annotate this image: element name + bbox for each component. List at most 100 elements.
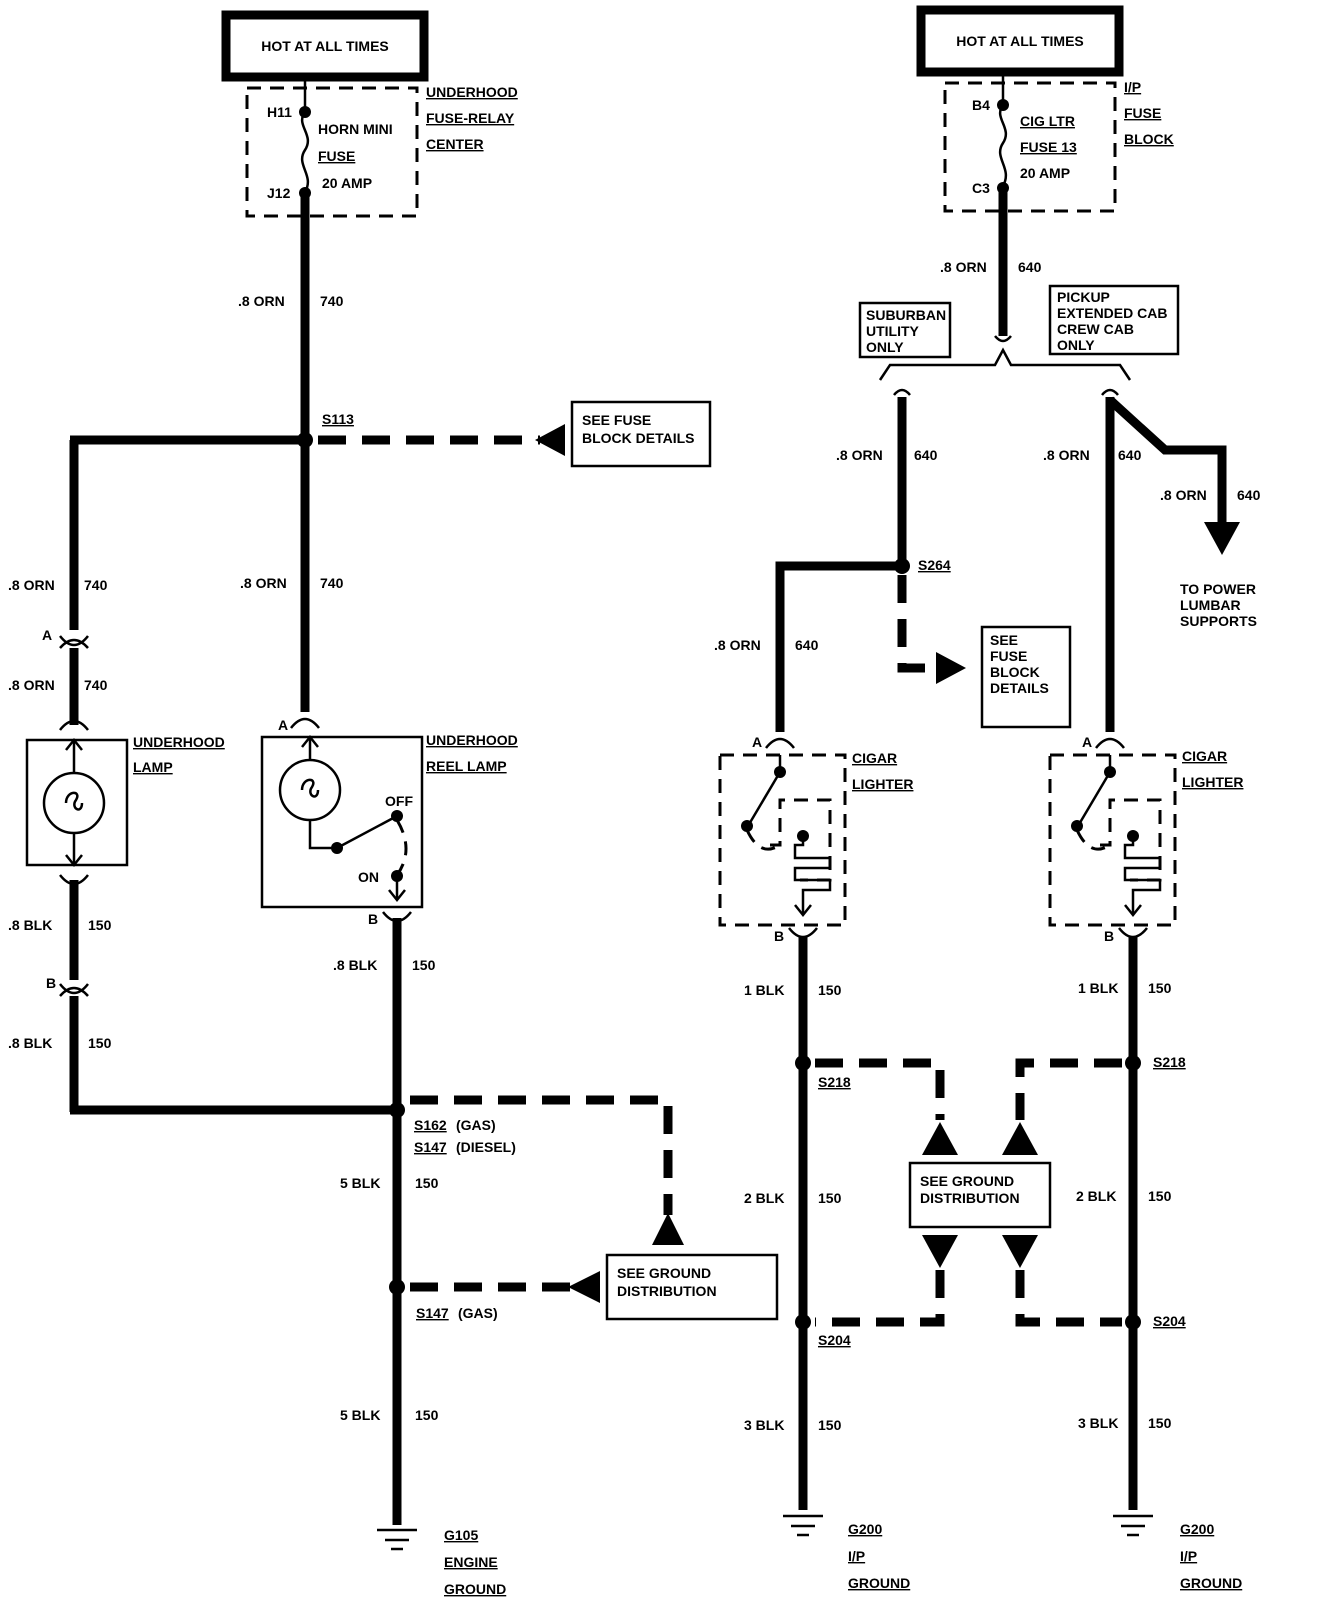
wire-label-5blk: 5 BLK — [340, 1407, 380, 1423]
suburban-label-1: SUBURBAN — [866, 307, 946, 323]
fuse-pin-j12: J12 — [267, 185, 291, 201]
hot-at-all-times-label-left: HOT AT ALL TIMES — [261, 38, 389, 54]
dashed-ground-dist-to-s204-right — [1015, 1270, 1122, 1327]
dashed-ground-dist-to-s204-left — [815, 1270, 945, 1327]
wire-label-blk: .8 BLK — [8, 917, 52, 933]
connector-a-reel — [290, 717, 320, 729]
fuse-symbol-left — [300, 111, 310, 193]
arrow-fuse-block-details — [535, 424, 565, 456]
splice-s218-left — [795, 1055, 811, 1071]
arrow-ground-dist-down-left — [922, 1235, 958, 1268]
wire-label-150: 150 — [88, 917, 112, 933]
fuse-center-label-3: CENTER — [426, 136, 484, 152]
wire-label-orn: .8 ORN — [940, 259, 987, 275]
wire-label-740: 740 — [320, 575, 344, 591]
splice-s218-label: S218 — [818, 1074, 851, 1090]
wire-label-orn: .8 ORN — [238, 293, 285, 309]
see-ground-distribution-box-left — [605, 1253, 779, 1321]
wire-label-640: 640 — [914, 447, 938, 463]
arrow-ground-dist-up-right — [1002, 1122, 1038, 1155]
connector-b-label: B — [46, 975, 56, 991]
hot-at-all-times-box-right — [916, 5, 1124, 77]
wire-label-2blk: 2 BLK — [744, 1190, 784, 1206]
see-fuse-label-2: BLOCK DETAILS — [582, 430, 695, 446]
fuse-block-label-2: FUSE — [1124, 105, 1161, 121]
wire-label-150: 150 — [818, 1417, 842, 1433]
wire-label-740: 740 — [320, 293, 344, 309]
pickup-option-box — [1048, 284, 1180, 356]
wire-label-740: 740 — [84, 677, 108, 693]
ground-ip-label: I/P — [1180, 1548, 1197, 1564]
wire-label-150: 150 — [412, 957, 436, 973]
cigar-lighter-1-element — [793, 836, 832, 915]
left-circuit: HOT AT ALL TIMES H11 J12 HORN MINI FUSE … — [8, 10, 779, 1597]
splice-s147-gas — [389, 1279, 405, 1295]
wire-label-orn: .8 ORN — [1043, 447, 1090, 463]
connector-b-label: B — [1104, 928, 1114, 944]
wire-to-cigar-lighter-1 — [775, 561, 902, 732]
see-fuse-block-details-box-right — [980, 625, 1072, 729]
splice-s113-label: S113 — [322, 411, 354, 427]
splice-s147-diesel-label: S147 — [414, 1139, 447, 1155]
wire-label-640: 640 — [795, 637, 819, 653]
fuse-label-horn-mini: HORN MINI — [318, 121, 393, 137]
wire-label-orn: .8 ORN — [836, 447, 883, 463]
fuse-block-label-1: I/P — [1124, 79, 1141, 95]
wire-label-150: 150 — [415, 1407, 439, 1423]
wire-label-640: 640 — [1118, 447, 1142, 463]
switch-off-label: OFF — [385, 793, 413, 809]
underhood-lamp-label-1: UNDERHOOD — [133, 734, 225, 750]
ground-g200-label: G200 — [848, 1521, 882, 1537]
underhood-lamp-label-2: LAMP — [133, 759, 173, 775]
to-power-label-1: TO POWER — [1180, 581, 1256, 597]
wire-label-150: 150 — [1148, 980, 1172, 996]
fuse-pin-b4: B4 — [972, 97, 990, 113]
wire-label-3blk: 3 BLK — [744, 1417, 784, 1433]
connector-a-label: A — [42, 627, 52, 643]
wire-label-150: 150 — [415, 1175, 439, 1191]
see-ground-label-2: DISTRIBUTION — [617, 1283, 717, 1299]
fuse-pin-c3: C3 — [972, 180, 990, 196]
pickup-label-1: PICKUP — [1057, 289, 1110, 305]
switch-on-label: ON — [358, 869, 379, 885]
cigar-lighter-2-element — [1123, 836, 1162, 915]
see-ground-label-2: DISTRIBUTION — [920, 1190, 1020, 1206]
wire-label-1blk: 1 BLK — [744, 982, 784, 998]
connector-a-label: A — [278, 717, 288, 733]
see-fuse-label-4: DETAILS — [990, 680, 1049, 696]
wire-label-3blk: 3 BLK — [1078, 1415, 1118, 1431]
fuse-pin-h11: H11 — [267, 104, 292, 120]
right-circuit: HOT AT ALL TIMES B4 C3 CIG LTR FUSE 13 2… — [714, 5, 1261, 1591]
wire-label-640: 640 — [1237, 487, 1261, 503]
connector-a-underhood — [59, 635, 89, 647]
splice-s204-label: S204 — [818, 1332, 851, 1348]
ground-symbol-g200-right — [1113, 1514, 1153, 1537]
suburban-label-3: ONLY — [866, 339, 904, 355]
connector-b-label: B — [774, 928, 784, 944]
splice-s218-right — [1125, 1055, 1141, 1071]
wire-label-orn: .8 ORN — [8, 577, 55, 593]
suburban-option-box — [858, 301, 952, 359]
wire-label-orn: .8 ORN — [240, 575, 287, 591]
arrow-ground-dist-down-right — [1002, 1235, 1038, 1268]
see-ground-label-1: SEE GROUND — [920, 1173, 1014, 1189]
wire-label-orn: .8 ORN — [714, 637, 761, 653]
arrow-ground-distribution-up — [652, 1213, 684, 1245]
cigar-lighter-1-label-2: LIGHTER — [852, 776, 913, 792]
wire-label-150: 150 — [1148, 1415, 1172, 1431]
arrow-fuse-block-details-right — [936, 652, 966, 684]
fuse-label-20amp: 20 AMP — [1020, 165, 1070, 181]
splice-s162 — [389, 1102, 405, 1118]
splice-s162-label: S162 — [414, 1117, 447, 1133]
wire-label-740: 740 — [84, 577, 108, 593]
cigar-lighter-1-switch — [746, 771, 782, 827]
arrow-to-power-lumbar — [1204, 522, 1240, 555]
fuse-block-label-3: BLOCK — [1124, 131, 1174, 147]
ground-ground-label: GROUND — [444, 1581, 506, 1597]
wire-label-2blk: 2 BLK — [1076, 1188, 1116, 1204]
see-fuse-label-2: FUSE — [990, 648, 1027, 664]
connector-b-label: B — [368, 911, 378, 927]
reel-lamp-label-2: REEL LAMP — [426, 758, 507, 774]
wire-label-150: 150 — [88, 1035, 112, 1051]
see-fuse-label-1: SEE FUSE — [582, 412, 651, 428]
